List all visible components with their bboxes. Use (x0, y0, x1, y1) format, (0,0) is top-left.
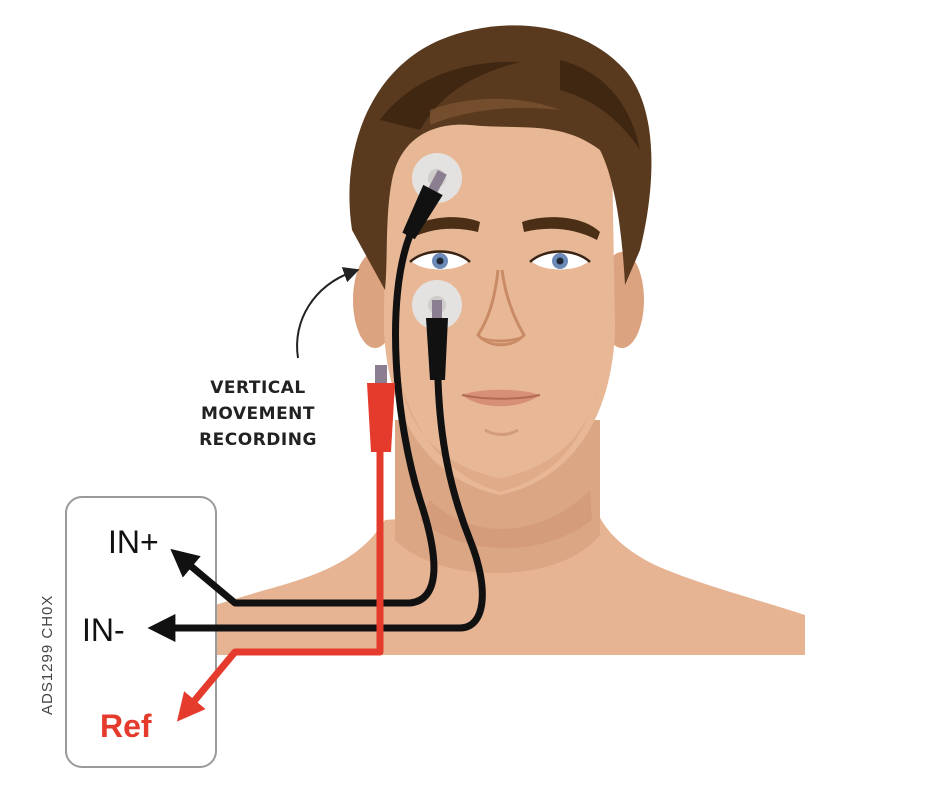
shoulders (215, 505, 805, 655)
port-ref: Ref (100, 708, 152, 744)
wire-in-plus (170, 231, 438, 607)
right-eye (529, 250, 591, 270)
right-eyebrow (522, 217, 600, 240)
board-label: ADS1299 CH0X (39, 595, 56, 715)
left-eye (409, 250, 471, 270)
alligator-clip-icon (426, 300, 448, 380)
annotation-line-2: MOVEMENT (201, 404, 315, 424)
annotation-line-3: RECORDING (199, 430, 317, 450)
annotation-line-1: VERTICAL (210, 378, 305, 398)
person-illustration (215, 25, 805, 655)
electrode-upper (402, 153, 462, 240)
port-in-minus: IN- (82, 612, 125, 648)
nose (476, 269, 526, 347)
wire-ref (176, 448, 384, 722)
electrode-clip-icon (375, 365, 387, 385)
wires (147, 231, 486, 722)
port-in-plus: IN+ (108, 524, 159, 560)
electrode-lower (412, 280, 462, 380)
alligator-clip-icon (402, 169, 447, 240)
ads1299-board: ADS1299 CH0X IN+ IN- Ref (39, 496, 217, 768)
curved-arrow-icon (296, 267, 360, 359)
wire-in-minus (147, 376, 486, 642)
annotation: VERTICAL MOVEMENT RECORDING (199, 267, 360, 450)
electrode-ref (367, 365, 395, 452)
